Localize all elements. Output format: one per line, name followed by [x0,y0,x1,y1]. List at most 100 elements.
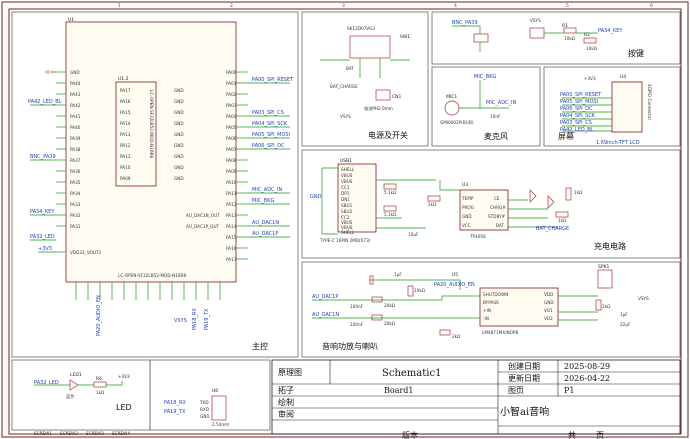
svg-text:PA15: PA15 [226,235,237,240]
usb-c-connector[interactable] [337,163,377,233]
svg-text:TEMP: TEMP [461,196,474,201]
lcd-connector[interactable] [611,81,643,133]
audio-amp-ic[interactable] [479,287,559,327]
svg-text:PA05_SPI_MOSI: PA05_SPI_MOSI [560,99,598,105]
svg-text:GND: GND [544,300,554,305]
svg-text:VO2: VO2 [544,316,553,321]
svg-text:MIC_BKG: MIC_BKG [252,198,274,204]
svg-text:PA44: PA44 [70,81,81,86]
tb-project: 小智ai音响 [500,405,549,418]
tb-page-value: P1 [564,386,574,395]
audio-c4: 1µF [620,312,628,317]
svg-text:PA12: PA12 [120,143,131,148]
svg-text:PA16: PA16 [226,246,237,251]
svg-text:PA40: PA40 [70,125,81,130]
section-main-title: 主控 [252,341,268,351]
svg-text:GND: GND [174,132,184,137]
svg-text:PA34_KEY: PA34_KEY [30,209,55,215]
svg-text:GND: GND [70,70,80,75]
svg-text:GND: GND [174,99,184,104]
speaker[interactable] [597,269,613,289]
svg-text:PA42_LED_BL: PA42_LED_BL [28,99,62,105]
svg-text:SCREW4: SCREW4 [112,431,130,436]
svg-text:PA41: PA41 [70,114,81,119]
svg-text:PA43: PA43 [70,92,81,97]
svg-text:PA35: PA35 [70,180,81,185]
svg-text:PA04_SPI_SCK: PA04_SPI_SCK [560,113,596,119]
svg-text:5: 5 [566,3,569,9]
led-r-ref: R6 [96,376,102,382]
charge-r3: 2kΩ [428,202,437,207]
charge-r2: 5.1kΩ [384,212,397,217]
audio-net-in2: AU_DAC1N [312,312,339,318]
svg-text:VDD33_VOUT2: VDD33_VOUT2 [70,250,101,255]
audio-r1: 20kΩ [384,303,396,308]
charge-r5: 1kΩ [558,218,567,223]
uart-connector[interactable] [211,395,227,421]
charge-led-red [529,189,537,203]
svg-text:PA39: PA39 [70,136,81,141]
key-vcc: VSYS [530,18,541,23]
svg-text:PA00_SPI_RESET: PA00_SPI_RESET [560,92,602,98]
svg-text:PA36: PA36 [70,169,81,174]
led-vcc: +3V3 [118,374,130,379]
svg-text:STDBY#: STDBY# [488,214,506,219]
svg-text:PA03_SPI_CS: PA03_SPI_CS [560,120,592,126]
svg-text:PA34: PA34 [70,191,81,196]
charge-cap: 10µF [408,232,419,237]
screen-ref: U4 [620,74,626,80]
svg-text:SBU2: SBU2 [341,209,353,214]
charge-r1: 5.1kΩ [384,190,397,195]
svg-text:CHRG#: CHRG# [490,205,506,210]
power-switch[interactable] [349,35,391,59]
charge-led-green [547,195,555,209]
tb-total-label: 共 [568,431,576,439]
svg-text:VCC: VCC [462,223,471,228]
speaker-ref: SPK1 [598,264,610,270]
svg-text:PA07: PA07 [226,147,237,152]
mic-net-adc: MIC_ADC_IN [486,100,517,106]
svg-text:GND: GND [174,110,184,115]
usb-ref: USB1 [340,158,352,164]
key-button-2[interactable] [529,27,545,39]
audio-c5: 22µF [620,322,631,327]
svg-text:PA14: PA14 [120,121,131,126]
svg-text:PA02: PA02 [226,92,237,97]
svg-text:PA11: PA11 [226,191,237,196]
usb-pins: SHELL VBUS VBUS CC1 DP1 DN1 SBU1 SBU2 CC… [341,167,355,235]
section-screen-title: 屏幕 [558,131,574,141]
svg-text:BNC_PA39: BNC_PA39 [30,154,56,160]
svg-text:AU_DAC1N: AU_DAC1N [252,220,279,226]
section-screen-box [543,66,681,147]
svg-text:PA42: PA42 [70,103,81,108]
svg-text:PA37: PA37 [70,158,81,163]
uart-ref: U6 [212,388,218,394]
switch-ref: SW1 [400,34,410,40]
key-button-1[interactable] [473,33,489,43]
tb-version-label: 版本 [402,430,418,439]
svg-text:PA00: PA00 [226,70,237,75]
screws: SCREW1 SCREW2 SCREW3 SCREW4 [34,431,130,436]
tb-drawing-label: 原理图 [278,368,302,377]
usb-part: TYPE-C 16PIN 2MD(073) [319,238,371,243]
amp-pins: SHUTDOWN BYPASS +IN -IN VDD GND VO1 VO2 [483,292,554,321]
section-led-title: LED [116,403,132,412]
charger-ic[interactable] [459,189,509,231]
audio-r4: 2kΩ [602,304,611,309]
section-mic-title: 麦克风 [484,131,508,141]
battery-connector[interactable] [375,89,391,101]
microphone[interactable] [444,100,460,116]
key-r2-val: 10kΩ [586,46,598,51]
uart-pin-gnd: GND [200,414,210,419]
svg-text:3: 3 [342,3,345,9]
charger-part: TP4056 [469,234,486,239]
mcu-inner-block[interactable] [115,81,157,187]
led-r-val: 1kΩ [96,390,105,395]
svg-text:SHELL: SHELL [341,167,355,172]
vsys-power: VSYS [340,114,351,119]
switch-part: SK12D07VG3 [347,26,375,31]
svg-text:DN1: DN1 [341,197,350,202]
tb-review-label: 审阅 [278,409,294,419]
mcu-right-nets: PA00_SPI_RESET PA03_SPI_CS PA04_SPI_SCK … [186,77,294,238]
